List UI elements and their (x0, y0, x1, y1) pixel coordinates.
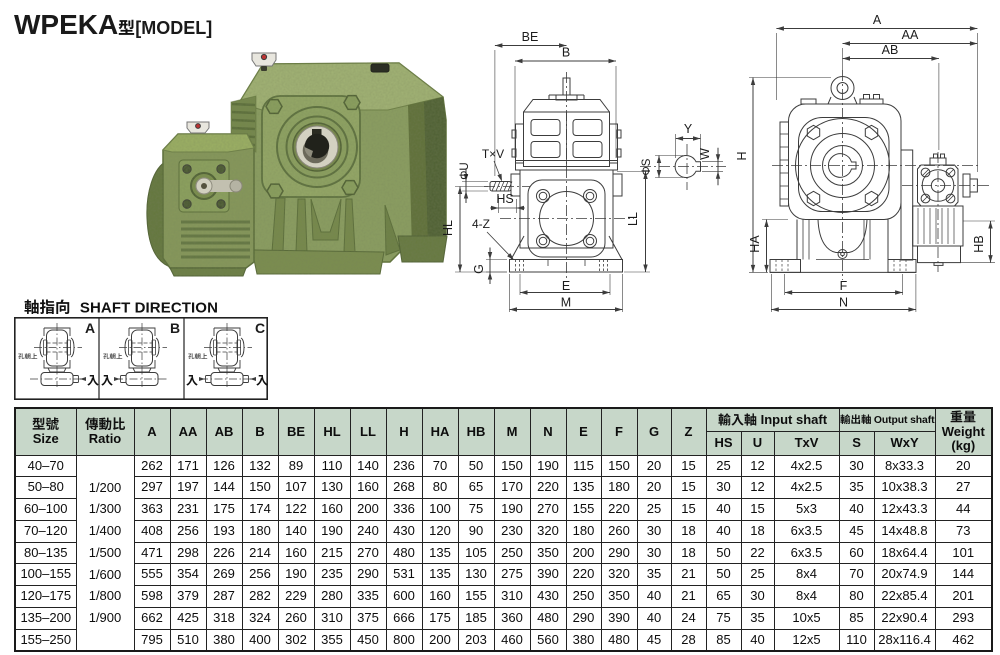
svg-text:Y: Y (684, 122, 693, 136)
svg-text:W: W (698, 148, 712, 160)
svg-text:LL: LL (626, 212, 640, 226)
svg-text:B: B (170, 320, 180, 336)
svg-text:E: E (562, 279, 570, 293)
svg-text:G: G (472, 264, 486, 274)
svg-text:A: A (85, 320, 95, 336)
svg-text:HB: HB (972, 235, 986, 252)
svg-text:M: M (561, 296, 571, 310)
svg-text:H: H (735, 151, 749, 160)
svg-text:B: B (562, 46, 570, 60)
svg-text:4-Z: 4-Z (472, 217, 490, 231)
svg-text:AB: AB (882, 43, 899, 57)
svg-text:HL: HL (441, 220, 455, 236)
svg-text:BE: BE (522, 30, 539, 44)
svg-text:C: C (255, 320, 265, 336)
svg-text:F: F (840, 279, 848, 293)
svg-text:N: N (839, 296, 848, 310)
svg-text:A: A (873, 14, 882, 27)
svg-text:HS: HS (496, 192, 513, 206)
svg-text:T×V: T×V (482, 147, 504, 161)
svg-text:ΦS: ΦS (641, 158, 653, 175)
svg-text:AA: AA (902, 28, 919, 42)
svg-text:HA: HA (748, 235, 762, 253)
svg-text:ΦU: ΦU (459, 162, 471, 179)
